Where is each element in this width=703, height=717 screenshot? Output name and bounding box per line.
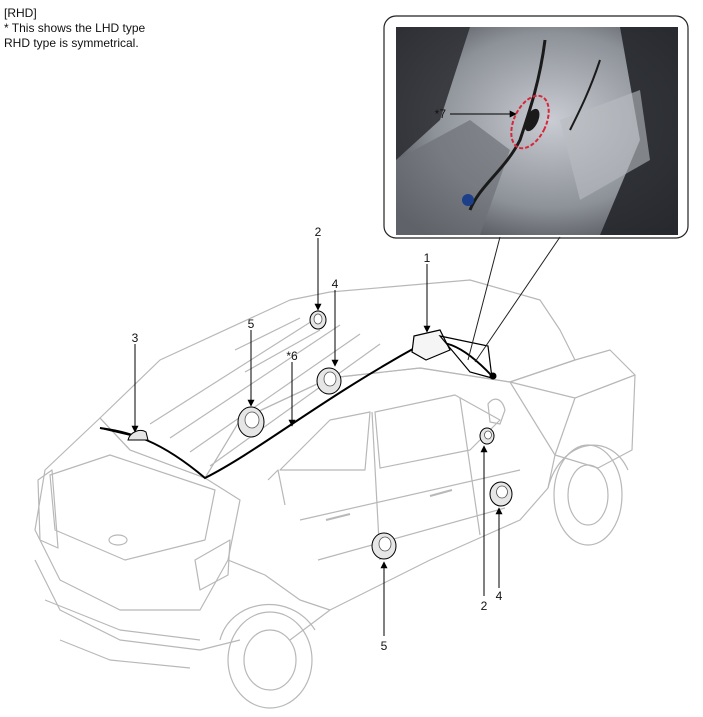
highlight-circle <box>510 94 550 150</box>
detail-inset-photo <box>383 15 689 239</box>
note-line-rhd: [RHD] <box>4 6 37 20</box>
component-5-speaker-top <box>237 406 265 438</box>
callout-label-5-bottom: 5 <box>381 639 388 653</box>
component-4-speaker-bottom <box>489 481 513 507</box>
component-3-roof-antenna <box>127 429 149 441</box>
callout-label-1: 1 <box>424 251 431 265</box>
component-2-tweeter-top <box>309 310 327 330</box>
callout-label-4-top: 4 <box>332 277 339 291</box>
callout-label-5-top: 5 <box>248 317 255 331</box>
callout-label-2-top: 2 <box>315 225 322 239</box>
component-5-speaker-bottom <box>371 532 397 560</box>
vehicle-outline <box>34 279 636 709</box>
callout-label-6: *6 <box>286 349 298 363</box>
inset-leader-line <box>467 236 561 363</box>
callout-label-4-bottom: 4 <box>496 589 503 603</box>
component-2-tweeter-bottom <box>479 427 495 445</box>
note-line-lhd: * This shows the LHD type <box>4 21 146 35</box>
cable-connector-point <box>489 372 497 380</box>
callout-label-3: 3 <box>132 331 139 345</box>
component-4-speaker-top <box>316 367 342 395</box>
callout-label-2-bottom: 2 <box>481 599 488 613</box>
diagram-note: [RHD] * This shows the LHD type RHD type… <box>4 6 145 51</box>
note-line-symmetrical: RHD type is symmetrical. <box>4 36 139 50</box>
callout-label-7: *7 <box>435 107 447 121</box>
callout-leaders <box>131 110 517 636</box>
